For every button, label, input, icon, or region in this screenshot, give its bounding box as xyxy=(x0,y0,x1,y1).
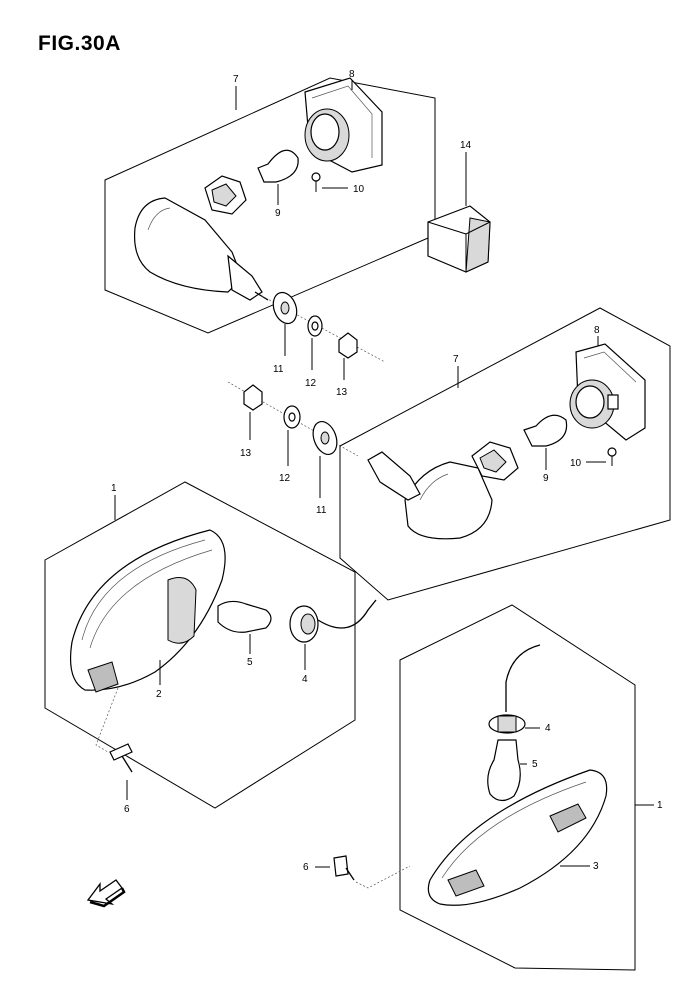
callout-8-top: 8 xyxy=(349,69,355,80)
front-turn-signal-assembly-right: 1 4 5 3 6 xyxy=(303,604,663,971)
socket-4-right: 4 xyxy=(488,644,551,734)
callout-12-mid: 12 xyxy=(279,473,291,484)
screw-10-mid xyxy=(586,447,617,466)
callout-1-left: 1 xyxy=(111,483,117,494)
signal-housing-mid xyxy=(367,451,493,540)
rear-turn-signal-assembly-mid: 7 8 9 10 xyxy=(339,307,671,601)
callout-9-top: 9 xyxy=(275,208,281,219)
screw-10-top xyxy=(311,172,348,192)
bulb-5-left: 5 xyxy=(217,600,272,668)
assembly-outline-left xyxy=(44,481,356,809)
callout-9-mid: 9 xyxy=(543,473,549,484)
mounting-hardware-top: 11 12 13 xyxy=(261,291,386,398)
screw-6-left: 6 xyxy=(95,687,133,815)
nut-13-mid xyxy=(243,384,263,411)
callout-1-right: 1 xyxy=(657,800,663,811)
rear-turn-signal-assembly-top: 7 8 9 10 xyxy=(104,69,436,334)
lens-3: 3 xyxy=(427,769,608,906)
figure-title: FIG.30A xyxy=(38,32,121,55)
callout-12-top: 12 xyxy=(305,378,317,389)
callout-10-mid: 10 xyxy=(570,458,582,469)
callout-13-top: 13 xyxy=(336,387,348,398)
callout-14: 14 xyxy=(460,140,472,151)
bulb-9-mid xyxy=(523,414,568,470)
assembly-outline-right xyxy=(399,604,636,971)
callout-11-top: 11 xyxy=(273,364,284,375)
callout-13-mid: 13 xyxy=(240,448,252,459)
callout-7-mid: 7 xyxy=(453,354,459,365)
mounting-hardware-mid: 13 12 11 xyxy=(227,381,359,516)
callout-7-top: 7 xyxy=(233,74,239,85)
callout-5-left: 5 xyxy=(247,657,253,668)
front-direction-arrow xyxy=(86,879,126,908)
relay-14: 14 xyxy=(427,140,491,273)
front-turn-signal-assembly-left: 1 5 4 2 xyxy=(44,481,377,815)
socket-top xyxy=(204,175,247,215)
callout-6-left: 6 xyxy=(124,804,130,815)
callout-2: 2 xyxy=(156,689,162,700)
callout-4-left: 4 xyxy=(302,674,308,685)
callout-6-right: 6 xyxy=(303,862,309,873)
callout-8-mid: 8 xyxy=(594,325,600,336)
callout-3: 3 xyxy=(593,861,599,872)
bulb-5-right: 5 xyxy=(487,739,538,802)
lens-housing-2 xyxy=(69,529,226,693)
callout-4-right: 4 xyxy=(545,723,551,734)
bulb-9-top xyxy=(257,149,299,205)
lens-8-mid xyxy=(569,343,646,441)
assembly-outline-mid xyxy=(339,307,671,601)
callout-5-right: 5 xyxy=(532,759,538,770)
lens-8-top xyxy=(304,77,383,173)
nut-13-top xyxy=(338,332,358,359)
screw-6-right: 6 xyxy=(303,855,411,889)
callout-10-top: 10 xyxy=(353,184,365,195)
socket-mid xyxy=(471,441,519,481)
socket-4-left: 4 xyxy=(289,599,377,685)
callout-11-mid: 11 xyxy=(316,505,327,516)
signal-housing-top xyxy=(133,197,269,301)
